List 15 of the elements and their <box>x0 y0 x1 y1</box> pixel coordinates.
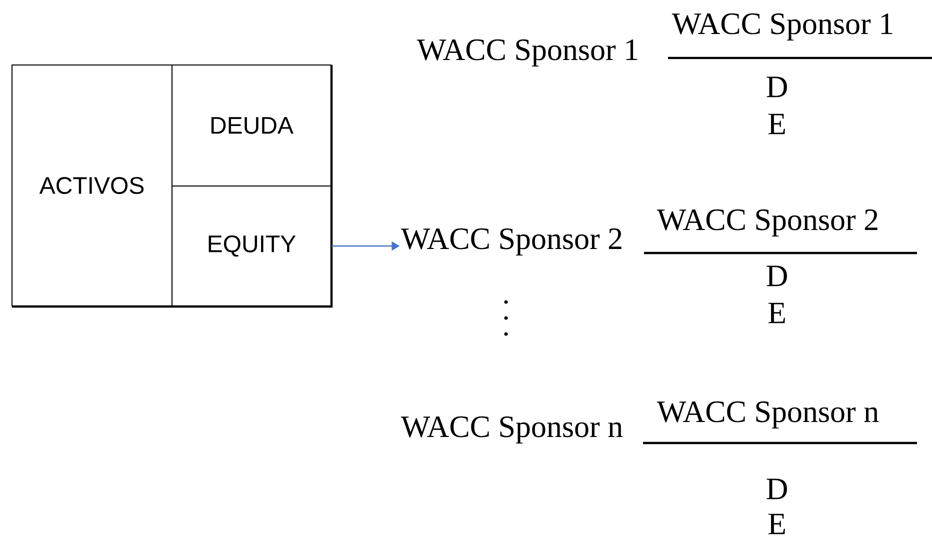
denominator: E <box>768 114 785 134</box>
table-cell: EQUITY <box>172 186 332 306</box>
denominator: D <box>766 76 787 98</box>
table-cell: DEUDA <box>172 64 332 186</box>
denominator: E <box>768 514 785 534</box>
table-cell: ACTIVOS <box>12 64 172 306</box>
denominator: E <box>768 302 785 324</box>
denominator: D <box>766 478 787 500</box>
denominator: D <box>766 266 787 286</box>
numerator: WACC Sponsor 1 <box>672 13 892 41</box>
row-label: WACC Sponsor 2 <box>400 228 622 256</box>
numerator: WACC Sponsor 2 <box>656 209 878 237</box>
row-label: WACC Sponsor 1 <box>416 39 638 67</box>
row-label: WACC Sponsor n <box>400 416 623 444</box>
numerator: WACC Sponsor n <box>656 401 879 429</box>
